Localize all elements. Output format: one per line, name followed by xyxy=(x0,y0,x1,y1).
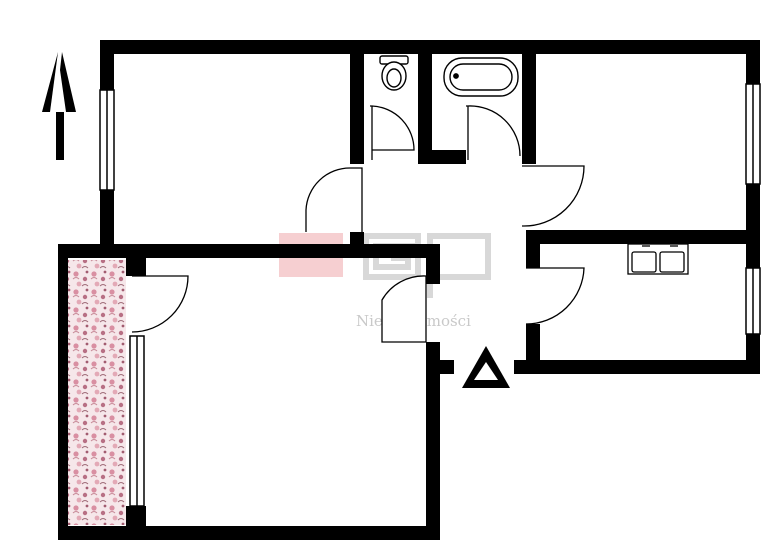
sink-left-basin-icon xyxy=(631,251,657,273)
bathtub xyxy=(443,57,519,97)
wall-wc-right xyxy=(418,40,432,164)
wall-balcony-bottom-stub xyxy=(126,506,146,526)
wall-left-outer xyxy=(58,244,68,540)
wall-kitchen-left xyxy=(526,230,540,270)
wall-wc-left xyxy=(350,40,364,164)
wall-kitchen-left-lower xyxy=(526,324,540,374)
sink-right-basin-icon xyxy=(659,251,685,273)
door-top-left-room xyxy=(305,167,363,232)
entrance-triangle-icon xyxy=(462,346,510,388)
door-top-right-room xyxy=(521,165,585,227)
balcony-floral-strip xyxy=(64,260,126,525)
door-balcony xyxy=(131,275,189,333)
toilet-seat-icon xyxy=(386,68,402,88)
wall-bottom-left xyxy=(58,526,440,540)
wall-kitchen-top xyxy=(526,230,760,244)
wall-mid-horizontal-right xyxy=(362,244,440,258)
toilet xyxy=(379,55,409,91)
door-bathroom xyxy=(466,105,521,160)
wall-wc-bath-bottom xyxy=(418,150,466,164)
wall-bottom-right xyxy=(514,360,760,374)
door-large-room xyxy=(381,275,427,343)
wall-wc-left-lower xyxy=(350,232,364,258)
bathtub-drain-icon xyxy=(453,73,459,79)
wall-large-room-right-lower xyxy=(426,342,440,540)
wall-left-inner-stub xyxy=(126,258,144,276)
door-kitchen xyxy=(525,267,585,325)
bathtub-inner-icon xyxy=(449,63,513,91)
north-arrow-icon xyxy=(42,52,76,160)
wall-entry-stub xyxy=(426,360,454,374)
kitchen-sink xyxy=(627,243,689,275)
doors xyxy=(131,105,585,343)
wall-large-room-right xyxy=(426,244,440,284)
door-wc xyxy=(370,105,415,160)
wall-bath-right xyxy=(522,40,536,164)
wall-mid-horizontal xyxy=(58,244,362,258)
windows xyxy=(99,83,761,507)
